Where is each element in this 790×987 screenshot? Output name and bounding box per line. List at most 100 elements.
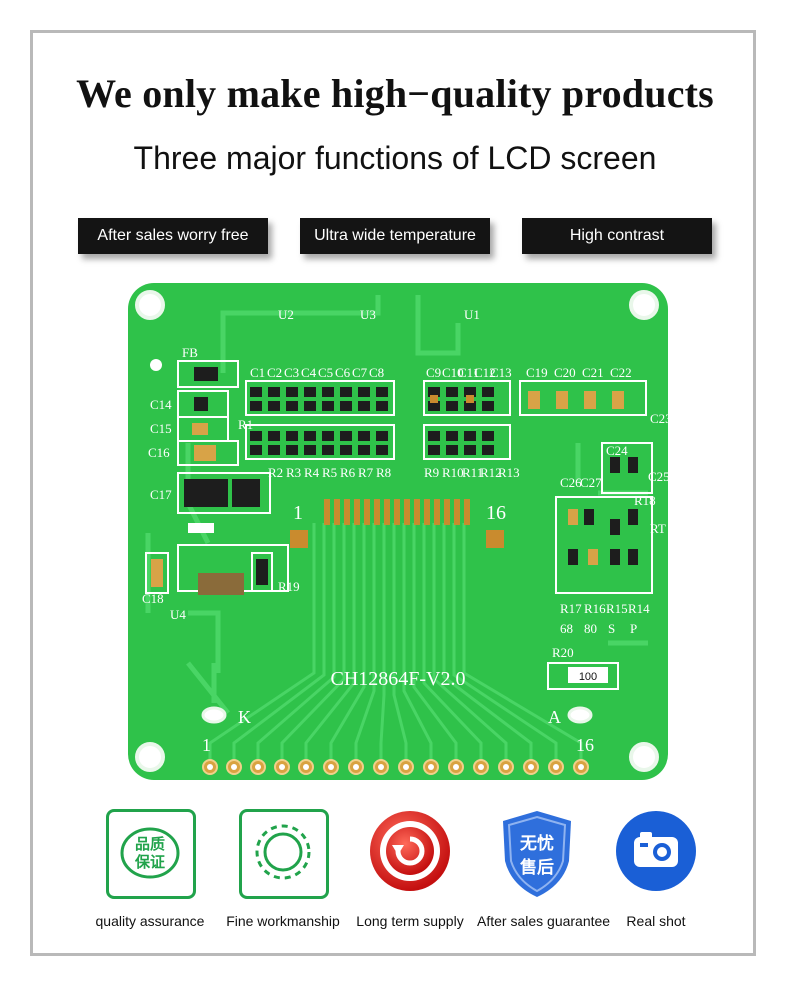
label-c12: C12 (474, 365, 496, 380)
label-r18: R18 (634, 493, 656, 508)
pad-k (201, 706, 227, 724)
svg-text:保证: 保证 (134, 853, 165, 871)
feature-tag-contrast: High contrast (522, 218, 712, 254)
label-c13: C13 (490, 365, 512, 380)
mount-hole-tl (135, 290, 165, 320)
label-rt: RT (650, 521, 666, 536)
connector-label-1: 1 (293, 502, 303, 524)
label-r19: R19 (278, 579, 300, 594)
mount-hole-tr (629, 290, 659, 320)
refresh-icon (362, 805, 458, 901)
badge-label: Long term supply (356, 913, 464, 929)
label-c14: C14 (150, 397, 172, 412)
label-r1: R1 (238, 417, 253, 432)
label-r14: R14 (628, 601, 650, 616)
label-fb: FB (182, 345, 198, 360)
label-c22: C22 (610, 365, 632, 380)
label-c21: C21 (582, 365, 604, 380)
label-pad-16: 16 (576, 735, 594, 755)
badge-real-shot: Real shot (596, 805, 716, 929)
label-r11: R11 (462, 465, 483, 480)
label-c19: C19 (526, 365, 548, 380)
label-r4: R4 (304, 465, 320, 480)
connector-pad-right (486, 530, 504, 548)
via-hole-left (150, 359, 162, 371)
label-r13: R13 (498, 465, 520, 480)
pad-a (567, 706, 593, 724)
label-c7: C7 (352, 365, 368, 380)
shield-icon: 无忧 售后 (489, 805, 585, 901)
right-components (547, 442, 653, 690)
label-c8: C8 (369, 365, 384, 380)
svg-text:售后: 售后 (520, 857, 554, 878)
feature-tag-after-sales: After sales worry free (78, 218, 268, 254)
label-c11: C11 (458, 365, 479, 380)
label-u3: U3 (360, 307, 376, 322)
badge-quality-assurance: 品质 保证 quality assurance (90, 805, 210, 929)
label-u1: U1 (464, 307, 480, 322)
label-r15: R15 (606, 601, 628, 616)
label-pad-1: 1 (202, 735, 211, 755)
connector-label-16: 16 (486, 502, 506, 524)
label-c26: C26 (560, 475, 582, 490)
label-c2: C2 (267, 365, 282, 380)
label-r17: R17 (560, 601, 582, 616)
label-c6: C6 (335, 365, 351, 380)
left-components (145, 360, 289, 595)
label-u2: U2 (278, 307, 294, 322)
label-c16: C16 (148, 445, 170, 460)
label-r8: R8 (376, 465, 391, 480)
badge-label: quality assurance (95, 913, 205, 929)
label-c18: C18 (142, 591, 164, 606)
label-r2: R2 (268, 465, 283, 480)
label-u4: U4 (170, 607, 186, 622)
badge-label: Real shot (626, 913, 686, 929)
label-c3: C3 (284, 365, 299, 380)
svg-text:无忧: 无忧 (519, 833, 554, 854)
mount-hole-br (629, 742, 659, 772)
label-r9: R9 (424, 465, 439, 480)
label-a: A (548, 707, 561, 727)
badge-label: Fine workmanship (226, 913, 340, 929)
board-model-label: CH12864F-V2.0 (330, 668, 465, 690)
component-block-b (423, 380, 511, 460)
pcb-board-image: 1 16 (128, 283, 668, 780)
label-c20: C20 (554, 365, 576, 380)
page-subtitle: Three major functions of LCD screen (133, 140, 657, 176)
quality-seal-icon: 品质 保证 (102, 805, 198, 901)
camera-icon (608, 805, 704, 901)
component-block-a (245, 380, 395, 460)
badge-fine-workmanship: Fine workmanship (223, 805, 343, 929)
label-code-68: 68 (560, 621, 573, 636)
page-title: We only make high−quality products (76, 71, 714, 116)
feature-tag-temperature: Ultra wide temperature (300, 218, 490, 254)
label-r6: R6 (340, 465, 356, 480)
r20-resistor (568, 667, 608, 683)
component-block-c (519, 380, 647, 416)
label-c27: C27 (580, 475, 602, 490)
label-r7: R7 (358, 465, 374, 480)
label-r16: R16 (584, 601, 606, 616)
label-c1: C1 (250, 365, 265, 380)
label-c17: C17 (150, 487, 172, 502)
badge-label: After sales guarantee (477, 913, 611, 929)
label-code-s: S (608, 621, 615, 636)
label-code-p: P (630, 621, 637, 636)
label-c15: C15 (150, 421, 172, 436)
label-c24: C24 (606, 443, 628, 458)
badge-long-term-supply: Long term supply (350, 805, 470, 929)
label-k: K (238, 707, 251, 727)
connector-pad-left (290, 530, 308, 548)
label-c23: C23 (650, 411, 668, 426)
label-r20: R20 (552, 645, 574, 660)
label-r10: R10 (442, 465, 464, 480)
label-c10: C10 (442, 365, 464, 380)
label-r3: R3 (286, 465, 301, 480)
label-c25: C25 (648, 469, 668, 484)
label-c4: C4 (301, 365, 317, 380)
badge-after-sales-guarantee: 无忧 售后 After sales guarantee (477, 805, 611, 929)
mount-hole-bl (135, 742, 165, 772)
feature-badges: 品质 保证 quality assurance Fine workmanship (0, 805, 790, 945)
label-r12: R12 (480, 465, 502, 480)
connector-fingers (324, 499, 470, 525)
